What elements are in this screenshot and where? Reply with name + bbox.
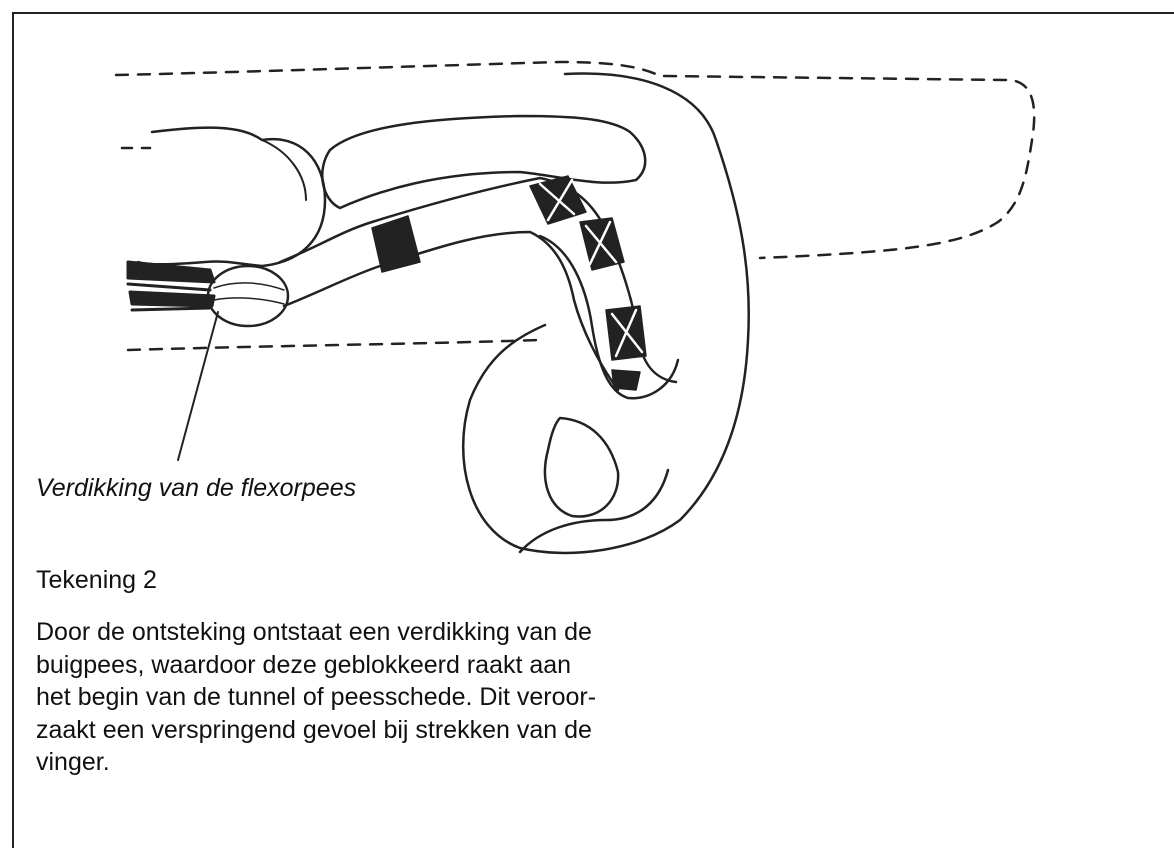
extended-finger-lower-outline	[128, 340, 540, 350]
flexor-tendon-lower	[284, 232, 618, 390]
figure-caption: Door de ontsteking ontstaat een verdikki…	[36, 616, 736, 779]
extended-finger-outline	[116, 62, 1034, 258]
proximal-phalanx	[322, 116, 645, 208]
pulley-a2	[530, 176, 586, 224]
caption-line: buigpees, waardoor deze geblokkeerd raak…	[36, 649, 736, 682]
callout-leader-line	[178, 312, 218, 460]
pulley-a4	[606, 306, 646, 360]
metacarpal-joint-line	[262, 140, 306, 200]
metacarpal-bone	[138, 128, 325, 266]
caption-line: vinger.	[36, 746, 736, 779]
nodule-callout-label: Verdikking van de flexorpees	[36, 474, 356, 503]
flexor-muscle-fibres	[128, 262, 214, 310]
caption-line: zaakt een verspringend gevoel bij strekk…	[36, 714, 736, 747]
pulley-a5	[612, 370, 640, 390]
distal-phalanx	[545, 418, 618, 517]
pulley-a3	[580, 218, 624, 270]
tendon-nodule	[208, 266, 288, 326]
caption-line: Door de ontsteking ontstaat een verdikki…	[36, 616, 736, 649]
figure-title: Tekening 2	[36, 566, 157, 595]
caption-line: het begin van de tunnel of peesschede. D…	[36, 681, 736, 714]
pulley-a1	[372, 216, 420, 272]
